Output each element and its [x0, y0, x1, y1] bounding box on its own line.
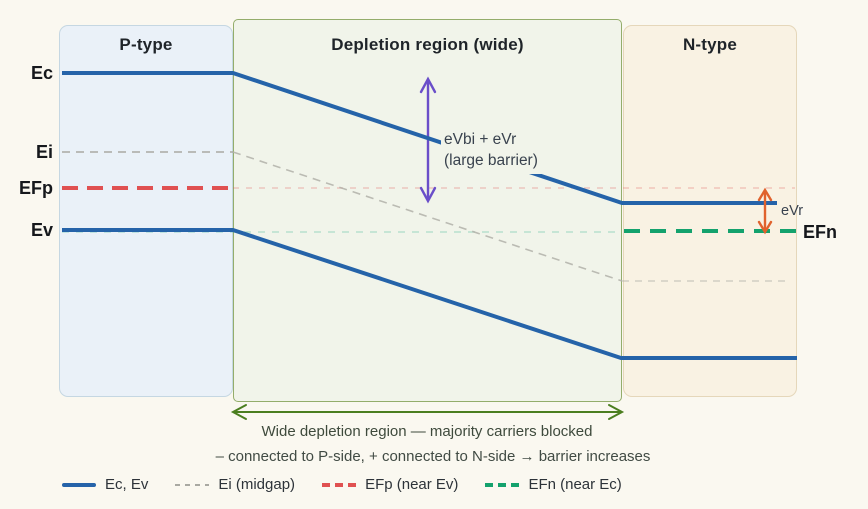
efp-line-swatch	[322, 482, 357, 487]
ev-band-line	[62, 228, 797, 360]
ev-label: Ev	[30, 220, 53, 240]
barrier-annotation-line1: eVbi + eVr	[444, 131, 517, 148]
depletion-width-double-arrow	[230, 404, 625, 420]
barrier-annotation: eVbi + eVr (large barrier)	[441, 127, 542, 174]
legend-label-ec-ev: Ec, Ev	[105, 476, 149, 493]
n-type-region-title: N-type	[682, 35, 738, 54]
legend-item-efp: EFp (near Ev)	[322, 476, 458, 493]
legend-item-ei: Ei (midgap)	[175, 476, 295, 493]
ec-label: Ec	[30, 63, 53, 83]
p-type-region-title: P-type	[119, 35, 173, 54]
evr-annotation: eVr	[781, 203, 804, 219]
legend-item-efn: EFn (near Ec)	[485, 476, 622, 493]
legend: Ec, Ev Ei (midgap) EFp (near Ev) EFn (ne…	[62, 476, 622, 493]
legend-item-ec-ev: Ec, Ev	[62, 476, 148, 493]
ei-line-depletion-slope	[232, 151, 623, 282]
legend-label-efp: EFp (near Ev)	[365, 476, 459, 493]
legend-label-efn: EFn (near Ec)	[528, 476, 622, 493]
p-type-region	[59, 25, 233, 397]
bias-note: – connected to P-side, + connected to N-…	[215, 448, 651, 465]
depletion-region-title: Depletion region (wide)	[331, 35, 524, 54]
ei-label: Ei	[35, 142, 53, 162]
ec-band-line	[62, 71, 777, 205]
efn-label: EFn	[803, 222, 837, 242]
ei-line-swatch	[175, 483, 210, 486]
legend-label-ei: Ei (midgap)	[218, 476, 296, 493]
ec-ev-line-swatch	[62, 482, 96, 487]
barrier-annotation-line2: (large barrier)	[444, 152, 538, 169]
efp-label: EFp	[19, 178, 53, 198]
evr-double-arrow	[757, 187, 773, 235]
depletion-width-note: Wide depletion region — majority carrier…	[261, 423, 593, 440]
n-type-region	[623, 25, 797, 397]
efn-line-swatch	[485, 482, 520, 487]
